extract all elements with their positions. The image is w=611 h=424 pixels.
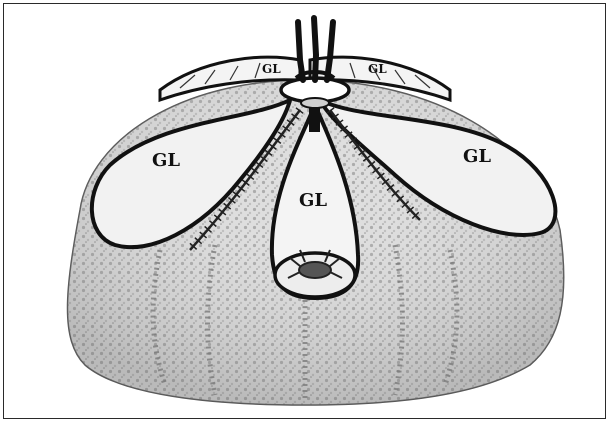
label-top-left: GL [262,62,281,76]
label-left-petal: GL [152,150,180,171]
label-right-petal: GL [463,146,491,167]
label-top-right: GL [368,62,387,76]
label-center-petal: GL [299,190,327,211]
